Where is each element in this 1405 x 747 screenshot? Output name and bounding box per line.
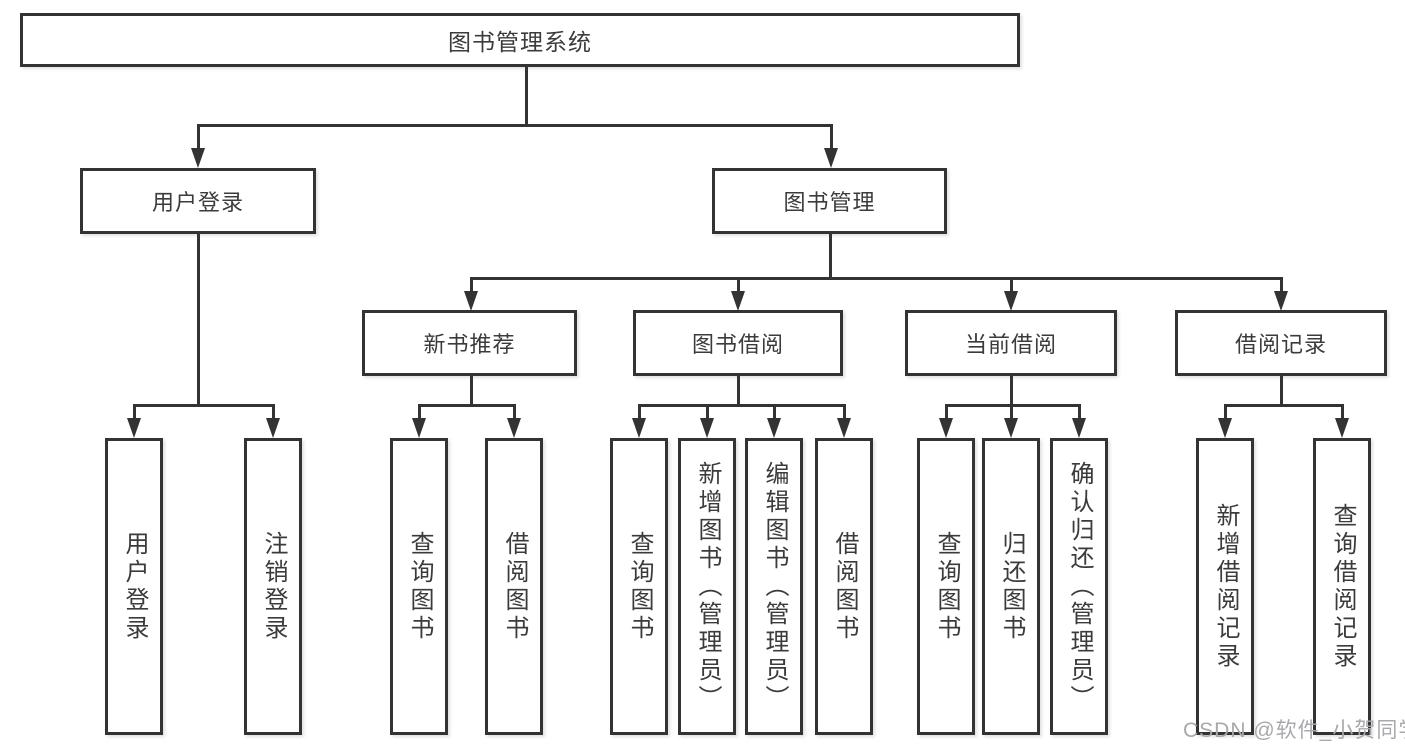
arrow-down-icon [1274, 291, 1288, 311]
leaf-label: 编辑图书（管理员） [761, 460, 788, 713]
arrow-down-icon [1072, 418, 1086, 438]
arrow-down-icon [507, 418, 521, 438]
connector-line [197, 124, 200, 150]
connector-line [737, 277, 740, 293]
leaf-label: 查询借阅记录 [1329, 502, 1356, 671]
leaf-label: 借阅图书 [831, 530, 858, 643]
arrow-down-icon [700, 418, 714, 438]
node-label: 图书借阅 [691, 332, 784, 357]
arrow-down-icon [837, 418, 851, 438]
node-label: 新书推荐 [423, 332, 516, 357]
arrow-down-icon [767, 418, 781, 438]
node-label: 当前借阅 [964, 332, 1057, 357]
connector-line [470, 277, 473, 293]
connector-line [843, 404, 846, 420]
leaf-label: 查询图书 [406, 530, 433, 643]
node-new-book-recommend: 新书推荐 [362, 310, 577, 376]
node-user-login: 用户登录 [80, 168, 316, 234]
connector-line [1078, 404, 1081, 420]
leaf-bb-edit-books-admin: 编辑图书（管理员） [745, 438, 803, 735]
leaf-nb-query-books: 查询图书 [390, 438, 448, 735]
connector-line [1010, 376, 1013, 407]
leaf-label: 查询图书 [626, 530, 653, 643]
connector-line [418, 404, 421, 420]
leaf-cb-query-books: 查询图书 [917, 438, 975, 735]
connector-line [418, 404, 516, 407]
connector-line [706, 404, 709, 420]
leaf-label: 注销登录 [260, 530, 287, 643]
node-label: 图书管理系统 [448, 29, 592, 55]
node-label: 用户登录 [151, 190, 244, 215]
leaf-label: 确认归还（管理员） [1066, 460, 1093, 713]
arrow-down-icon [1004, 418, 1018, 438]
connector-line [197, 234, 200, 407]
arrow-down-icon [1218, 418, 1232, 438]
arrow-down-icon [731, 291, 745, 311]
connector-line [1280, 376, 1283, 407]
connector-line [1224, 404, 1344, 407]
node-label: 借阅记录 [1234, 332, 1327, 357]
arrow-down-icon [632, 418, 646, 438]
connector-line [133, 404, 136, 420]
arrow-down-icon [412, 418, 426, 438]
leaf-cb-confirm-return-admin: 确认归还（管理员） [1050, 438, 1108, 735]
arrow-down-icon [266, 418, 280, 438]
arrow-down-icon [191, 148, 205, 168]
connector-line [133, 404, 275, 407]
connector-line [737, 376, 740, 407]
leaf-user-login: 用户登录 [105, 438, 163, 735]
node-borrowing-records: 借阅记录 [1175, 310, 1387, 376]
leaf-label: 借阅图书 [501, 530, 528, 643]
leaf-bb-borrow-books: 借阅图书 [815, 438, 873, 735]
arrow-down-icon [1004, 291, 1018, 311]
connector-line [272, 404, 275, 420]
connector-line [197, 124, 833, 127]
connector-line [945, 404, 1081, 407]
node-library-management-system: 图书管理系统 [20, 13, 1020, 67]
leaf-br-query-borrow-record: 查询借阅记录 [1313, 438, 1371, 735]
connector-line [470, 277, 1283, 280]
leaf-label: 新增借阅记录 [1212, 502, 1239, 671]
connector-line [513, 404, 516, 420]
connector-line [1010, 277, 1013, 293]
connector-line [1224, 404, 1227, 420]
leaf-cb-return-books: 归还图书 [982, 438, 1040, 735]
connector-line [1341, 404, 1344, 420]
connector-line [945, 404, 948, 420]
arrow-down-icon [939, 418, 953, 438]
arrow-down-icon [1335, 418, 1349, 438]
connector-line [1010, 404, 1013, 420]
node-book-management: 图书管理 [712, 168, 947, 234]
connector-line [829, 234, 832, 279]
arrow-down-icon [127, 418, 141, 438]
connector-line [773, 404, 776, 420]
watermark: CSDN @软件_小贺同学 [1183, 719, 1405, 742]
leaf-bb-add-books-admin: 新增图书（管理员） [678, 438, 736, 735]
connector-line [638, 404, 641, 420]
arrow-down-icon [824, 148, 838, 168]
leaf-label: 归还图书 [998, 530, 1025, 643]
node-label: 图书管理 [783, 190, 876, 215]
connector-line [1280, 277, 1283, 293]
connector-line [830, 124, 833, 150]
leaf-label: 查询图书 [933, 530, 960, 643]
connector-line [525, 67, 528, 124]
connector-line [638, 404, 846, 407]
leaf-bb-query-books: 查询图书 [610, 438, 668, 735]
leaf-label: 新增图书（管理员） [694, 460, 721, 713]
leaf-nb-borrow-books: 借阅图书 [485, 438, 543, 735]
node-book-borrowing: 图书借阅 [633, 310, 843, 376]
leaf-br-add-borrow-record: 新增借阅记录 [1196, 438, 1254, 735]
node-current-borrowing: 当前借阅 [905, 310, 1117, 376]
connector-line [470, 376, 473, 407]
arrow-down-icon [464, 291, 478, 311]
leaf-label: 用户登录 [121, 530, 148, 643]
leaf-logout-login: 注销登录 [244, 438, 302, 735]
